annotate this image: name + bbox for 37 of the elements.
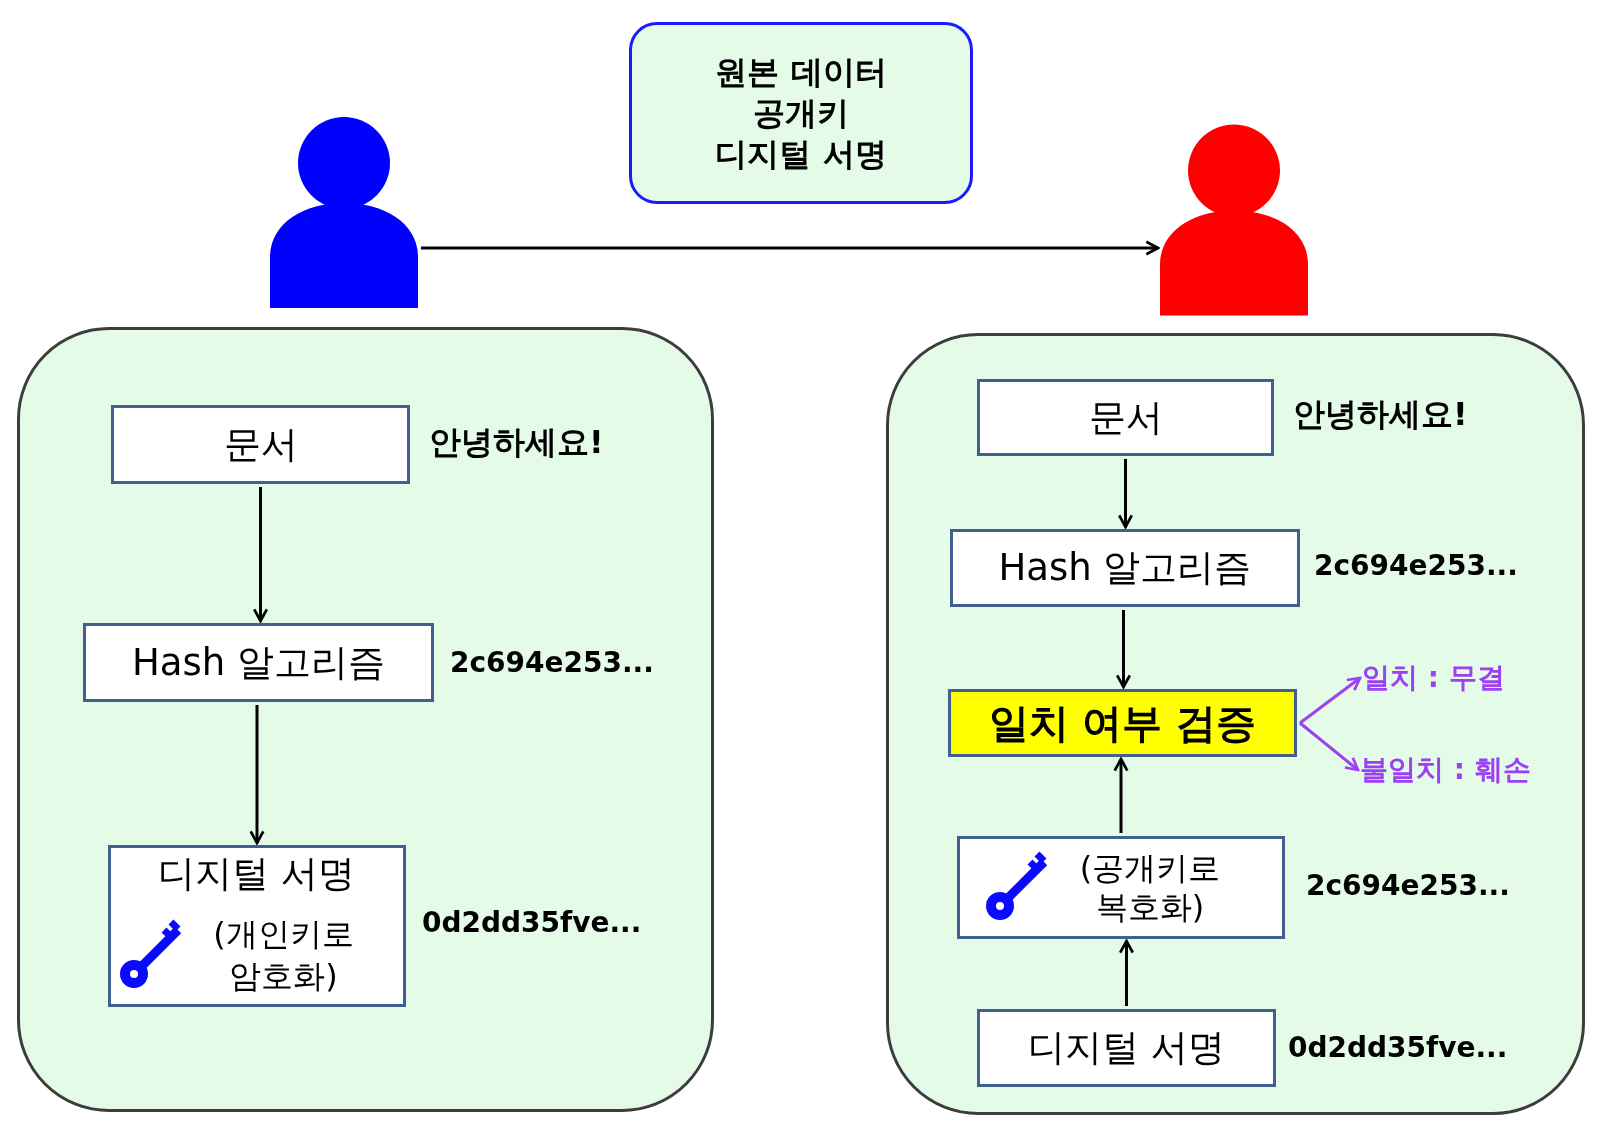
side-label: 2c694e253... <box>1306 868 1510 904</box>
rounded-panel <box>17 327 714 1112</box>
process-box <box>108 845 406 1007</box>
side-label: 안녕하세요! <box>429 422 604 462</box>
arrow <box>1299 721 1360 772</box>
result-label: 불일치 : 훼손 <box>1360 750 1531 790</box>
arrow <box>252 487 269 623</box>
arrow <box>1113 757 1129 833</box>
side-label: 안녕하세요! <box>1293 394 1468 434</box>
person-icon <box>1160 124 1308 316</box>
process-box <box>957 836 1285 939</box>
side-label: 0d2dd35fve... <box>1288 1030 1508 1066</box>
process-box: 문서 <box>977 379 1274 456</box>
side-label: 0d2dd35fve... <box>422 905 642 941</box>
item-text: 공개키 <box>753 92 849 134</box>
person-icon <box>270 117 418 308</box>
item-text: 원본 데이터 <box>715 51 887 93</box>
arrow <box>421 240 1160 256</box>
process-box: 문서 <box>111 405 410 484</box>
arrow <box>1118 939 1135 1006</box>
box-text: (개인키로 암호화) <box>212 914 355 997</box>
rounded-panel <box>886 333 1585 1115</box>
process-box: 디지털 서명 <box>977 1009 1276 1087</box>
arrow <box>249 705 265 845</box>
message-box <box>629 22 973 204</box>
box-text: 디지털 서명 <box>157 851 356 897</box>
side-label: 2c694e253... <box>450 645 654 681</box>
arrow <box>1115 610 1132 689</box>
process-box: Hash 알고리즘 <box>83 623 434 702</box>
highlight-box: 일치 여부 검증 <box>948 689 1297 757</box>
arrow <box>1117 459 1134 529</box>
arrow <box>1299 676 1362 725</box>
box-text: (공개키로 복호화) <box>1078 849 1222 927</box>
result-label: 일치 : 무결 <box>1362 658 1505 698</box>
side-label: 2c694e253... <box>1314 548 1518 584</box>
item-text: 디지털 서명 <box>715 133 887 175</box>
process-box: Hash 알고리즘 <box>950 529 1300 607</box>
